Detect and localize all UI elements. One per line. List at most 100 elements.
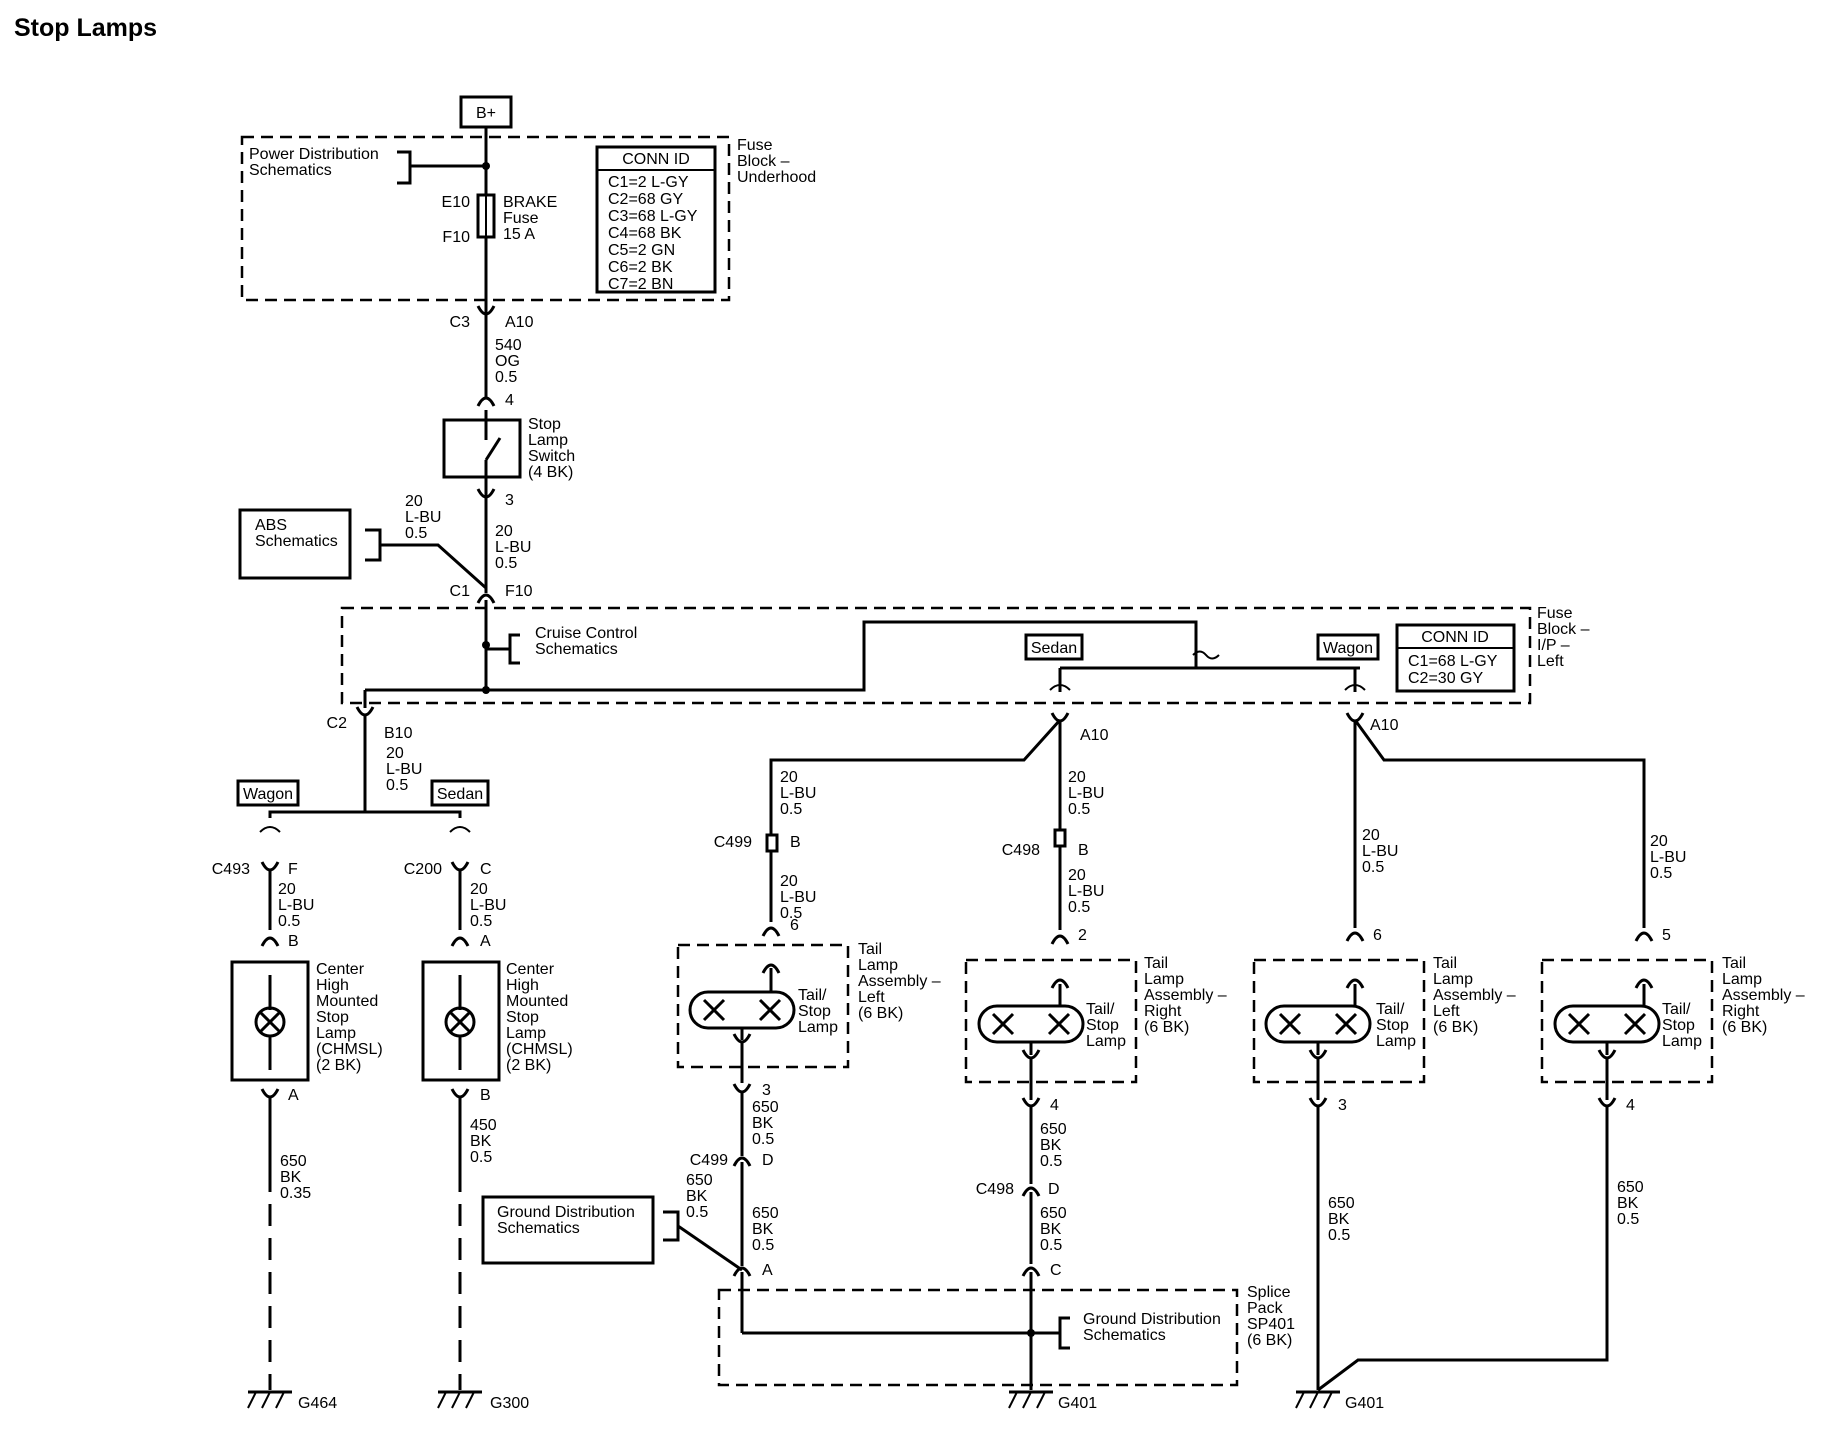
tail-lamp-assy-label: Tail: [1433, 955, 1457, 972]
abs-label: ABS: [255, 517, 287, 534]
wire-spec: 650: [280, 1153, 307, 1170]
pin-label: 4: [1626, 1097, 1635, 1114]
connector-label: C493: [212, 861, 250, 878]
wire-spec: 0.5: [386, 777, 408, 794]
connector-label: C499: [690, 1152, 728, 1169]
conn-id-row: C2=68 GY: [608, 191, 683, 208]
wire-spec: BK: [1328, 1211, 1350, 1228]
wire-spec: L-BU: [278, 897, 314, 914]
splice-pack-label: SP401: [1247, 1316, 1295, 1333]
fuse-block-ip: [340, 606, 1532, 705]
wire-spec: 450: [470, 1117, 497, 1134]
conn-id-row: C6=2 BK: [608, 259, 673, 276]
pin-label: 4: [1050, 1097, 1059, 1114]
wire-spec: 0.35: [280, 1185, 311, 1202]
wire-spec: 20: [278, 881, 296, 898]
wire-spec: 20: [780, 873, 798, 890]
stop-lamp-switch: [442, 418, 522, 479]
splice-pack-sp401: [717, 1288, 1239, 1387]
fuse-label: E10: [442, 194, 471, 211]
connector-label: C498: [1002, 842, 1040, 859]
wire-ground-ref: [677, 1224, 743, 1272]
tail-lamp-assy-label: Lamp: [1144, 971, 1184, 988]
chmsl-label: Center: [316, 961, 365, 978]
ground-symbol: [1295, 1391, 1305, 1409]
chmsl-label: Lamp: [506, 1025, 546, 1042]
dual-bulb-symbol: [1264, 1004, 1372, 1044]
tail-stop-label: Tail/: [1086, 1001, 1115, 1018]
wire-spec: L-BU: [780, 889, 816, 906]
tail-lamp-assy-sedan-right: [964, 958, 1138, 1084]
tail-lamp-assy-label: Left: [1433, 1003, 1460, 1020]
dual-bulb-symbol: [702, 998, 726, 1022]
conn-id-row: C3=68 L-GY: [608, 208, 698, 225]
wire-spec: 0.5: [1650, 865, 1672, 882]
wire-spec: L-BU: [1068, 785, 1104, 802]
pin-label: 3: [1338, 1097, 1347, 1114]
connector-symbol: [1050, 712, 1070, 723]
option-label: Wagon: [1323, 640, 1373, 657]
chmsl-label: Stop: [506, 1009, 539, 1026]
pin-label: 6: [1373, 927, 1382, 944]
tail-stop-label: Lamp: [1376, 1033, 1416, 1050]
wire-spec: 0.5: [1328, 1227, 1350, 1244]
tail-lamp-assy-wagon-left: [1252, 958, 1426, 1084]
switch-label: Lamp: [528, 432, 568, 449]
chmsl-label: Mounted: [316, 993, 378, 1010]
wire-spec: 650: [686, 1172, 713, 1189]
pin-label: 5: [1662, 927, 1671, 944]
pin-label: 6: [790, 917, 799, 934]
sedan-option-ip: [1024, 633, 1084, 661]
ref-bracket: [1058, 1316, 1070, 1350]
ground-symbol: [437, 1391, 447, 1409]
ref-bracket: [365, 528, 382, 562]
wire-spec: 20: [1068, 867, 1086, 884]
abs-schematics-box: [238, 508, 352, 580]
conn-id-table-ip: [1395, 623, 1516, 693]
inline-connector: [765, 833, 779, 853]
connector-symbol: [1634, 931, 1654, 942]
connector-symbol: [732, 1266, 752, 1277]
wire-spec: 20: [386, 745, 404, 762]
option-label: Sedan: [1031, 640, 1077, 657]
chmsl-label: (CHMSL): [316, 1041, 383, 1058]
bulb-symbol: [448, 1010, 472, 1034]
wire-spec: 20: [405, 493, 423, 510]
wire-spec: 0.5: [470, 913, 492, 930]
connector-symbol: [259, 826, 281, 833]
dual-bulb-symbol: [1047, 1012, 1071, 1036]
ground-label: G401: [1345, 1395, 1384, 1412]
dual-bulb-symbol: [758, 998, 782, 1022]
wire-spec: L-BU: [470, 897, 506, 914]
chmsl-label: Mounted: [506, 993, 568, 1010]
connector-symbol: [1634, 978, 1654, 989]
wire-spec: BK: [1617, 1195, 1639, 1212]
bulb-symbol: [258, 1010, 282, 1034]
wire-spec: BK: [1040, 1137, 1062, 1154]
wire-crossover: [1192, 650, 1220, 660]
ground-label: G300: [490, 1395, 529, 1412]
ref-bracket: [397, 150, 412, 185]
option-label: Wagon: [243, 786, 293, 803]
wire-wagon-right: [1353, 719, 1646, 928]
wire-spec: 0.5: [1362, 859, 1384, 876]
wagon-option: [236, 779, 300, 807]
connector-label: C200: [404, 861, 442, 878]
connector-symbol: [1344, 684, 1366, 691]
connector-label: C1: [450, 583, 471, 600]
dual-bulb-symbol: [977, 1004, 1085, 1044]
connector-symbol: [476, 593, 496, 604]
wire-spec: 0.5: [278, 913, 300, 930]
wire-spec: 20: [1650, 833, 1668, 850]
chmsl-label: High: [316, 977, 349, 994]
wire-spec: 0.5: [780, 905, 802, 922]
tail-lamp-assy-label: Tail: [1722, 955, 1746, 972]
connector-symbol: [1021, 1186, 1041, 1197]
fuse-block-name: Block –: [1537, 621, 1590, 638]
pin-label: F: [288, 861, 298, 878]
dual-bulb-symbol: [991, 1012, 1015, 1036]
wire-spec: 540: [495, 337, 522, 354]
wire-abs: [380, 543, 488, 590]
dual-bulb-symbol: [1553, 1004, 1661, 1044]
